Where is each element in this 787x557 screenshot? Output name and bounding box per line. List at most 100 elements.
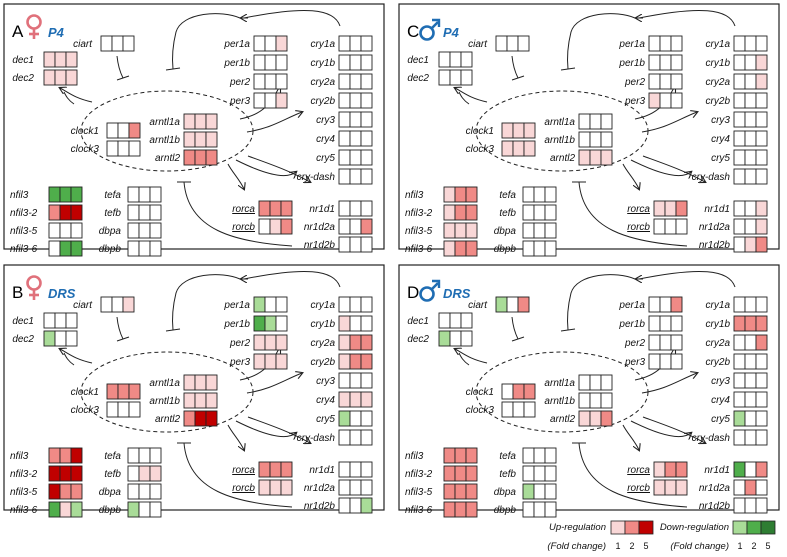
gene-label-clock3: clock3: [71, 405, 100, 416]
fold-change-cell: [48, 447, 61, 464]
arrow-to-cry: [641, 112, 697, 133]
arrow-to-dec: [60, 88, 93, 103]
gene-label-nfil3: nfil3: [10, 190, 29, 201]
fold-change-cell: [205, 131, 218, 148]
fold-change-cell: [522, 204, 535, 221]
female-sign-icon: [26, 275, 42, 300]
fold-change-cell: [48, 222, 61, 239]
fold-change-cell: [149, 483, 162, 500]
fold-change-cell: [600, 149, 613, 166]
fold-change-cell: [253, 54, 266, 71]
fold-change-cell: [664, 218, 677, 235]
expression-boxes-nfil3: [48, 186, 83, 203]
gene-label-arntl1b: arntl1b: [149, 396, 180, 407]
expression-boxes-dbpa: [127, 222, 162, 239]
fold-change-cell: [670, 296, 683, 313]
fold-change-cell: [744, 372, 757, 389]
gene-label-cry5: cry5: [316, 414, 335, 425]
fold-change-cell: [360, 168, 373, 185]
fold-change-cell: [70, 447, 83, 464]
gene-label-nfil3-5: nfil3-5: [10, 226, 38, 237]
fold-change-cell: [59, 186, 72, 203]
expression-boxes-per3: [648, 92, 683, 109]
fold-change-cell: [269, 461, 282, 478]
gene-label-cry4: cry4: [711, 395, 730, 406]
expression-boxes-arntl1b: [578, 131, 613, 148]
gene-label-ciart: ciart: [73, 300, 93, 311]
arrow-to-rorc: [227, 163, 244, 189]
arrow-to-nr1d: [247, 416, 310, 443]
fold-change-cell: [522, 222, 535, 239]
expression-boxes-dbpb: [522, 240, 557, 257]
female-sign-icon: [26, 14, 42, 39]
fold-change-cell: [733, 92, 746, 109]
fold-change-cell: [264, 296, 277, 313]
fold-change-cell: [48, 240, 61, 257]
gene-label-cry2b: cry2b: [706, 357, 731, 368]
gene-label-per1a: per1a: [618, 39, 645, 50]
expression-boxes-per1b: [253, 315, 288, 332]
fold-change-cell: [600, 392, 613, 409]
fold-change-cell: [733, 200, 746, 217]
expression-boxes-clock1: [501, 383, 536, 400]
fold-change-cell: [70, 204, 83, 221]
fold-change-cell: [360, 315, 373, 332]
fold-change-cell: [744, 296, 757, 313]
fold-change-cell: [70, 222, 83, 239]
fold-change-cell: [733, 461, 746, 478]
expression-boxes-rorcb: [653, 479, 688, 496]
fold-change-cell: [744, 429, 757, 446]
fold-change-cell: [454, 483, 467, 500]
gene-label-per2: per2: [229, 338, 250, 349]
gene-label-rorcb: rorcb: [627, 483, 650, 494]
fold-change-cell: [465, 240, 478, 257]
pathway-connector: [171, 13, 241, 70]
fold-change-cell: [338, 218, 351, 235]
expression-boxes-nr1d2a: [338, 479, 373, 496]
legend-up-fold: (Fold change): [547, 541, 606, 552]
fold-change-cell: [670, 334, 683, 351]
fold-change-cell: [449, 312, 462, 329]
arrow-to-rorc: [227, 424, 244, 450]
fold-change-cell: [744, 218, 757, 235]
fold-change-cell: [454, 501, 467, 518]
fold-change-cell: [275, 73, 288, 90]
fold-change-cell: [349, 149, 362, 166]
gene-label-per1b: per1b: [223, 58, 250, 69]
expression-boxes-cry3: [733, 372, 768, 389]
fold-change-cell: [438, 51, 451, 68]
expression-boxes-nr1d1: [338, 461, 373, 478]
fold-change-cell: [122, 35, 135, 52]
fold-change-cell: [183, 410, 196, 427]
fold-change-cell: [653, 479, 666, 496]
fold-change-cell: [275, 353, 288, 370]
gene-label-per1b: per1b: [618, 319, 645, 330]
expression-boxes-cry1b: [733, 315, 768, 332]
gene-label-cry5: cry5: [711, 414, 730, 425]
expression-boxes-cry3: [338, 111, 373, 128]
gene-label-clock3: clock3: [71, 144, 100, 155]
fold-change-cell: [205, 113, 218, 130]
expression-boxes-arntl1a: [183, 113, 218, 130]
fold-change-cell: [59, 501, 72, 518]
expression-boxes-nfil3-2: [48, 465, 83, 482]
arrow-to-dec: [455, 88, 488, 103]
fold-change-cell: [111, 296, 124, 313]
expression-boxes-per2: [253, 73, 288, 90]
expression-boxes-cry2a: [338, 334, 373, 351]
fold-change-cell: [755, 497, 768, 514]
gene-label-cry2a: cry2a: [706, 77, 731, 88]
fold-change-cell: [755, 200, 768, 217]
gene-label-ciart: ciart: [73, 39, 93, 50]
fold-change-cell: [338, 111, 351, 128]
fold-change-cell: [349, 410, 362, 427]
expression-boxes-rorcb: [653, 218, 688, 235]
fold-change-cell: [544, 483, 557, 500]
legend-up-label: Up-regulation: [549, 522, 606, 533]
fold-change-cell: [733, 111, 746, 128]
fold-change-cell: [755, 111, 768, 128]
fold-change-cell: [544, 204, 557, 221]
expression-boxes-tefa: [127, 447, 162, 464]
